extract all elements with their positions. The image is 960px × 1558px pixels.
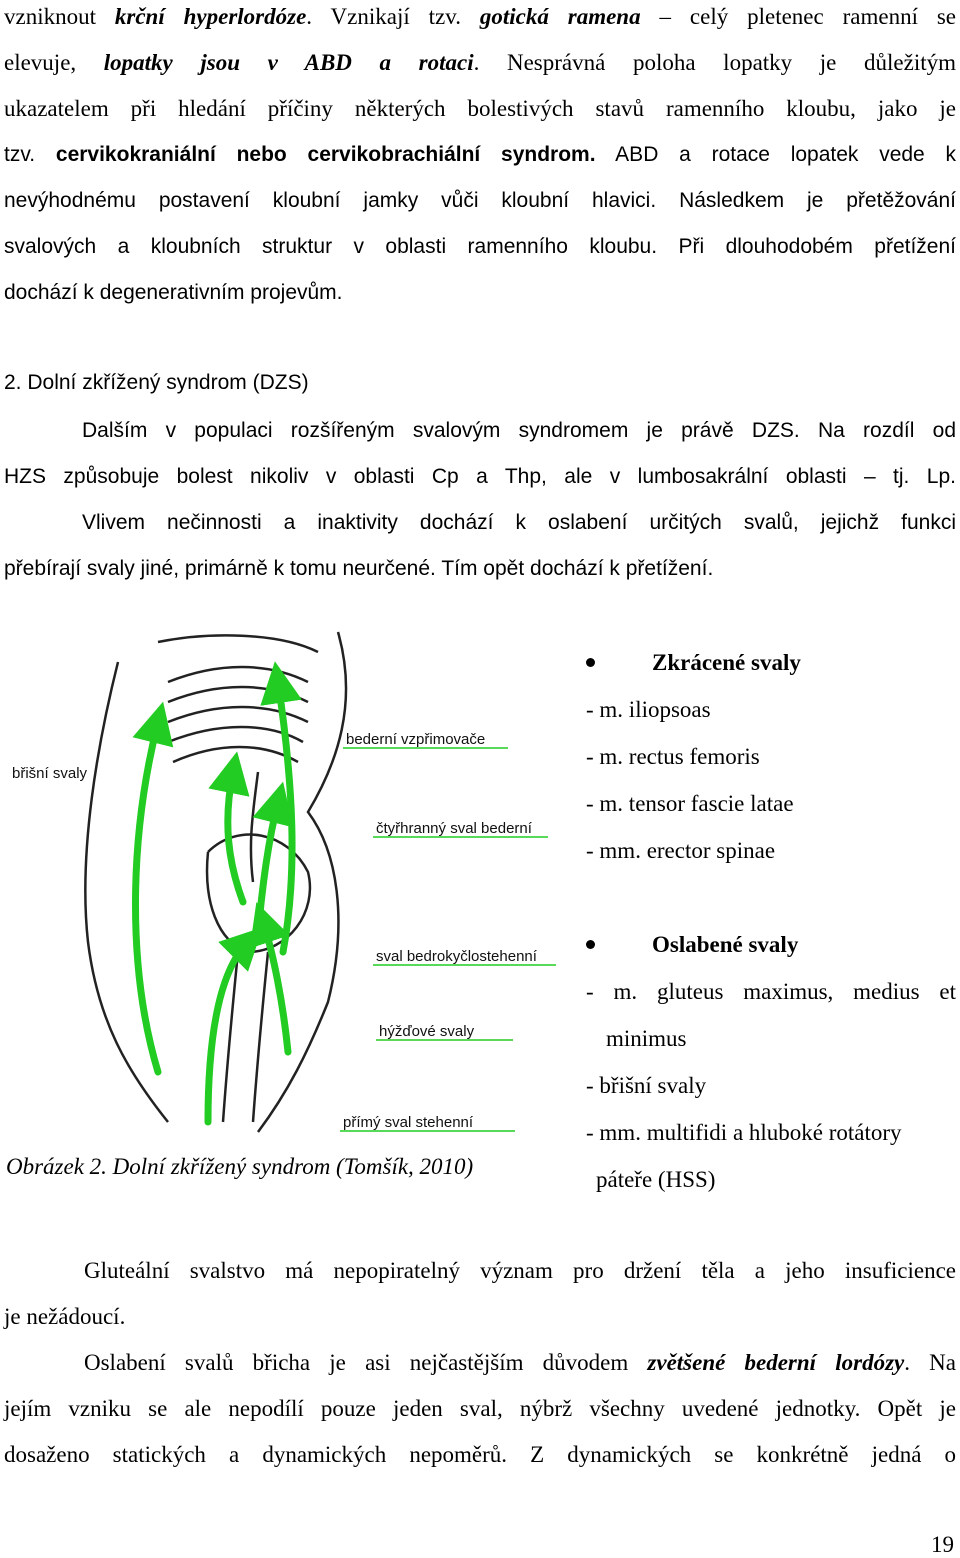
arrow-gluteal: [249, 902, 292, 1056]
text-line: jejím vzniku se ale nepodílí pouze jeden…: [4, 1396, 956, 1421]
list-title-row: Zkrácené svaly: [586, 648, 956, 695]
text-line: HZS způsobuje bolest nikoliv v oblasti C…: [4, 465, 956, 488]
text: elevuje,: [4, 50, 104, 75]
text-line: elevuje, lopatky jsou v ABD a rotaci. Ne…: [4, 48, 956, 78]
label-primy-sval-stehenni: přímý sval stehenní: [343, 1114, 474, 1131]
figure-caption: Obrázek 2. Dolní zkřížený syndrom (Tomší…: [6, 1154, 474, 1179]
text-line: dosaženo statických a dynamických nepomě…: [4, 1442, 956, 1467]
figure-labels: břišní svaly bederní vzpřimovače čtyřhra…: [12, 731, 556, 1132]
label-ctyrhranny-sval: čtyřhranný sval bederní: [376, 820, 533, 837]
text: Oslabení svalů břicha je asi nejčastější…: [84, 1350, 648, 1375]
bullet-icon: [586, 658, 595, 667]
text-line: Gluteální svalstvo má nepopiratelný význ…: [84, 1258, 956, 1283]
text-line: tzv. cervikokraniální nebo cervikobrachi…: [4, 140, 956, 170]
arrow-iliopsoas: [208, 751, 250, 906]
text-line: je nežádoucí.: [4, 1304, 126, 1329]
list-title-row: Oslabené svaly: [586, 930, 956, 977]
anatomy-illustration: břišní svaly bederní vzpřimovače čtyřhra…: [12, 631, 556, 1133]
body-outline: [84, 631, 348, 1133]
list-item: - mm. multifidi a hluboké rotátory: [586, 1120, 902, 1145]
list-weakened-muscles: Oslabené svaly - m. gluteus maximus, med…: [586, 930, 956, 1212]
text-line: vzniknout krční hyperlordóze. Vznikají t…: [4, 2, 956, 32]
emphasis-text: zvětšené bederní lordózy: [647, 1350, 905, 1375]
page-number: 19: [931, 1532, 954, 1557]
text-line: Dalším v populaci rozšířeným svalovým sy…: [82, 419, 956, 442]
list-item: - břišní svaly: [586, 1073, 707, 1098]
arrow-quadratus: [252, 781, 294, 936]
text-line: Vlivem nečinnosti a inaktivity dochází k…: [82, 511, 956, 534]
list-item: - m. gluteus maximus, medius et: [586, 979, 956, 1004]
text-line: dochází k degenerativním projevům.: [4, 281, 343, 304]
text: ABD a rotace lopatek vede k: [595, 143, 957, 166]
list-item: - m. tensor fascie latae: [586, 791, 794, 816]
text-line: Oslabení svalů břicha je asi nejčastější…: [84, 1348, 956, 1378]
text-line: svalových a kloubních struktur v oblasti…: [4, 235, 956, 258]
emphasis-text: lopatky jsou v ABD a rotaci: [103, 50, 474, 75]
list-item: minimus: [606, 1026, 687, 1051]
arrow-rectus-femoris: [204, 927, 263, 1126]
emphasis-text: krční hyperlordóze: [114, 4, 307, 29]
text: . Vznikají tzv.: [306, 4, 480, 29]
text-line: ukazatelem při hledání příčiny některých…: [4, 96, 956, 121]
label-brisni-svaly: břišní svaly: [12, 765, 88, 782]
bold-text: cervikokraniální nebo cervikobrachiální …: [55, 143, 596, 166]
list-item: páteře (HSS): [596, 1167, 716, 1192]
list-item: - m. iliopsoas: [586, 697, 711, 722]
emphasis-text: gotická ramena: [479, 4, 641, 29]
label-bederni-vzprimovace: bederní vzpřimovače: [346, 731, 485, 748]
section-heading: 2. Dolní zkřížený syndrom (DZS): [4, 371, 309, 394]
text: vzniknout: [4, 4, 115, 29]
muscle-arrows: [132, 661, 302, 1126]
list-shortened-muscles: Zkrácené svaly - m. iliopsoas - m. rectu…: [586, 648, 956, 883]
list-item: - mm. erector spinae: [586, 838, 776, 863]
list-item: - m. rectus femoris: [586, 744, 760, 769]
text: . Na: [904, 1350, 956, 1375]
text-line: nevýhodnému postavení kloubní jamky vůči…: [4, 189, 956, 212]
text-line: přebírají svaly jiné, primárně k tomu ne…: [4, 557, 714, 580]
list-title: Oslabené svaly: [652, 932, 799, 957]
arrow-abdominal: [132, 701, 174, 1076]
bullet-icon: [586, 940, 595, 949]
label-sval-bedrokyclostehenni: sval bedrokyčlostehenní: [376, 948, 538, 965]
list-title: Zkrácené svaly: [652, 650, 801, 675]
text: – celý pletenec ramenní se: [640, 4, 957, 29]
text: . Nesprávná poloha lopatky je důležitým: [473, 50, 956, 75]
text: tzv.: [4, 143, 56, 166]
figure-lower-crossed-syndrome: břišní svaly bederní vzpřimovače čtyřhra…: [8, 622, 568, 1134]
arrow-erector: [260, 661, 302, 956]
label-hyzdove-svaly: hýžďové svaly: [379, 1023, 475, 1040]
